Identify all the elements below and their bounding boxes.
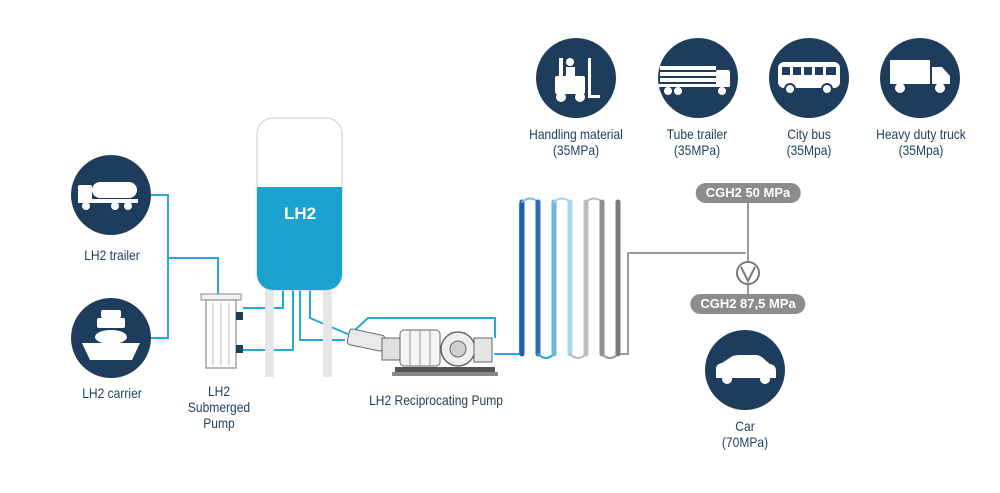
car-name: Car <box>735 418 755 434</box>
lh2-carrier-circle <box>71 298 151 378</box>
forklift-circle <box>536 38 616 118</box>
consumer-heavy-truck-pressure: (35Mpa) <box>898 142 944 158</box>
fuel-tanker-truck-icon <box>78 182 138 210</box>
ship-icon <box>82 310 140 360</box>
forklift-icon <box>555 58 600 102</box>
city-bus-circle <box>769 38 849 118</box>
feed-lines <box>150 194 219 339</box>
lh2-trailer-circle <box>71 155 151 235</box>
consumer-heavy-truck-name: Heavy duty truck <box>876 126 966 142</box>
heavy-truck-circle <box>880 38 960 118</box>
dispense-lines <box>620 194 749 355</box>
car-icon <box>716 355 776 384</box>
submerged-pump-label-line2: Submerged <box>187 399 251 415</box>
tube-trailer-icon <box>658 66 730 95</box>
compressor-symbol <box>736 261 760 285</box>
car-pressure: (70MPa) <box>721 434 769 450</box>
reciprocating-pump <box>346 328 498 376</box>
consumer-city-bus-pressure: (35Mpa) <box>786 142 832 158</box>
consumer-tube-trailer-pressure: (35MPa) <box>673 142 721 158</box>
submerged-pump <box>200 293 243 369</box>
submerged-pump-label-line1: LH2 <box>207 383 231 399</box>
tube-trailer-circle <box>658 38 738 118</box>
transfer-lines <box>243 282 496 351</box>
cgh2-875-badge: CGH2 87,5 MPa <box>690 294 806 314</box>
cgh2-50-badge: CGH2 50 MPa <box>695 183 801 203</box>
bus-icon <box>778 62 840 95</box>
lh2-trailer-label: LH2 trailer <box>84 247 140 263</box>
consumer-city-bus-name: City bus <box>787 126 831 142</box>
consumer-handling-name: Handling material <box>529 126 623 142</box>
car-circle <box>705 330 785 410</box>
submerged-pump-label-line3: Pump <box>203 415 235 431</box>
lh2-carrier-label: LH2 carrier <box>82 385 142 401</box>
consumer-tube-trailer-name: Tube trailer <box>666 126 728 142</box>
tank-label: LH2 <box>283 204 317 223</box>
tank-legs <box>265 275 332 377</box>
truck-icon <box>890 60 950 93</box>
reciprocating-pump-label: LH2 Reciprocating Pump <box>369 392 503 408</box>
tube-bank <box>494 197 621 359</box>
consumer-handling-pressure: (35MPa) <box>552 142 600 158</box>
lh2-tank <box>256 117 343 291</box>
